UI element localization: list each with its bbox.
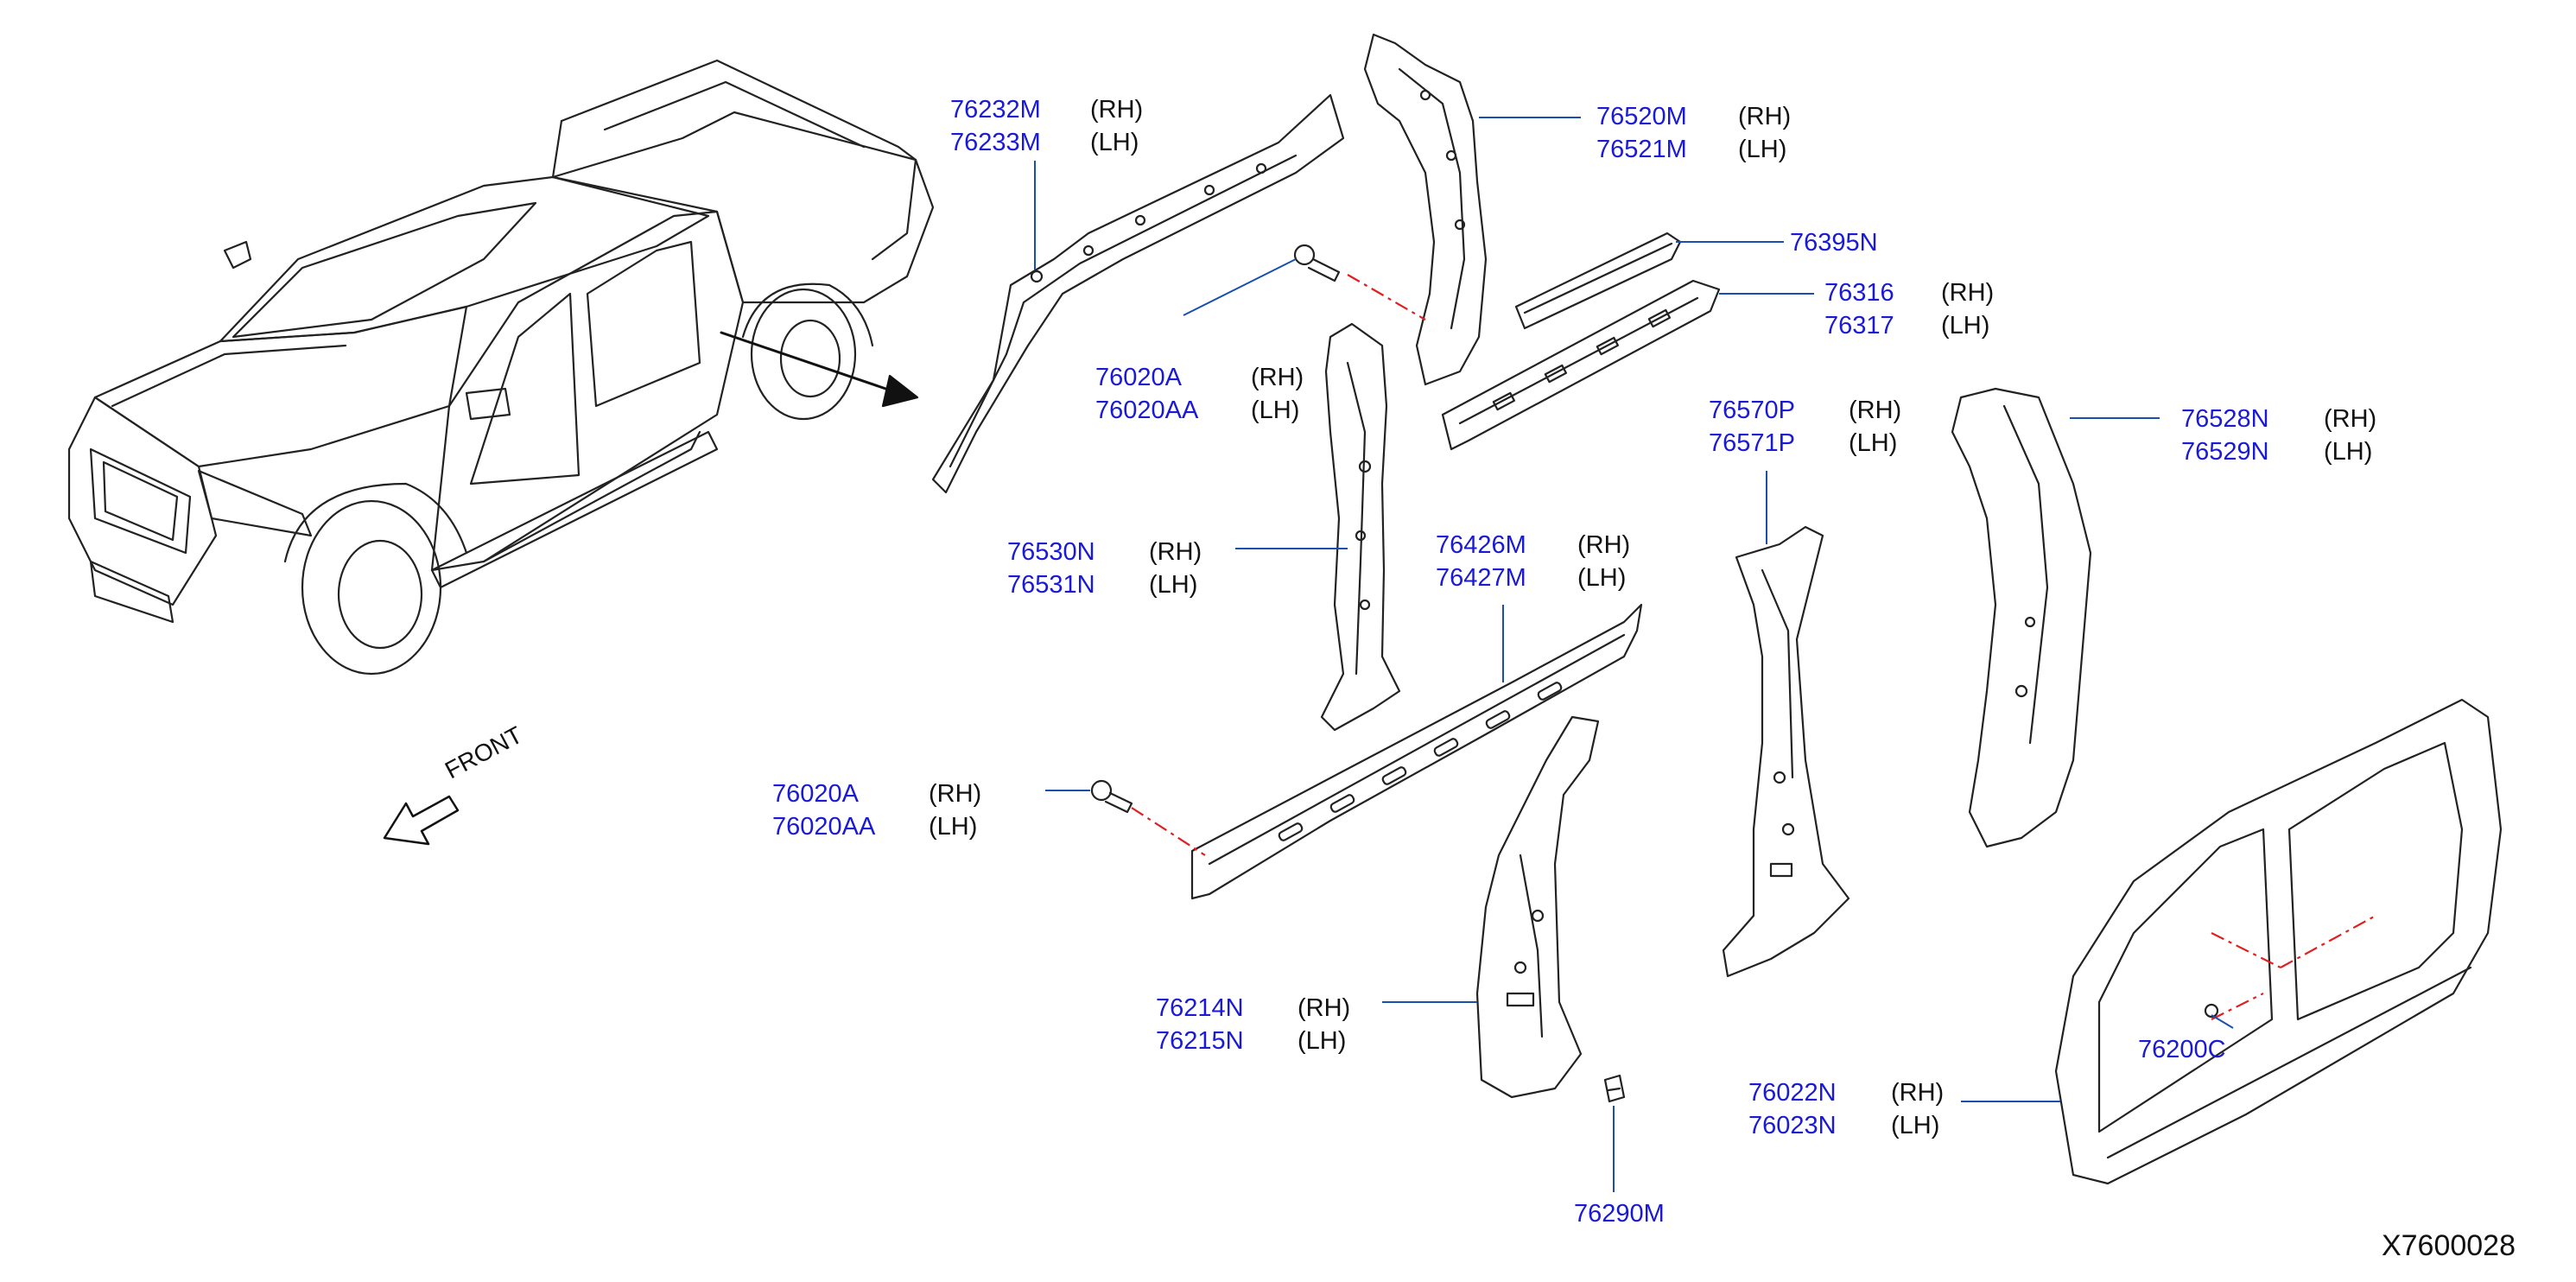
front-direction-arrow-icon [383,795,460,846]
part-number-76521M: 76521M [1596,136,1687,163]
part-number-76020A-lower: 76020A [772,780,859,808]
side-rh-76570P: (RH) [1849,397,1902,424]
center-pillar-inner-part [1320,322,1401,732]
part-number-76020AA-upper: 76020AA [1095,397,1199,424]
part-number-76290M: 76290M [1574,1200,1665,1228]
center-pillar-outer-part [1722,525,1850,978]
bolt-lower-icon [1090,779,1133,814]
part-number-76022N: 76022N [1748,1079,1837,1107]
front-pillar-lower-part [1475,715,1600,1099]
sill-outer-part [1190,603,1643,900]
part-number-76571P: 76571P [1709,429,1795,457]
part-number-76316: 76316 [1824,279,1894,307]
part-number-76214N: 76214N [1156,994,1244,1022]
part-number-76233M: 76233M [950,129,1041,156]
sill-inner-part [1441,279,1721,451]
side-lh-76531N: (LH) [1149,571,1198,599]
side-lh-76020AA-lower: (LH) [929,813,978,841]
bolt-upper-icon [1293,244,1341,282]
side-lh-76233M: (LH) [1090,129,1139,156]
part-number-76427M: 76427M [1436,564,1526,592]
side-lh-76215N: (LH) [1298,1027,1347,1055]
rear-pillar-part [1951,387,2092,848]
part-number-76023N: 76023N [1748,1112,1837,1139]
side-lh-76427M: (LH) [1577,564,1627,592]
part-number-76020A-upper: 76020A [1095,364,1182,391]
side-rh-76022N: (RH) [1891,1079,1945,1107]
side-rh-76214N: (RH) [1298,994,1351,1022]
part-number-76520M: 76520M [1596,103,1687,130]
part-number-76200C: 76200C [2138,1036,2226,1063]
part-number-76530N: 76530N [1007,538,1095,566]
side-rh-76528N: (RH) [2324,405,2377,433]
roof-side-rail-part [931,93,1345,494]
part-number-76531N: 76531N [1007,571,1095,599]
part-number-76395N: 76395N [1790,229,1878,257]
side-rh-76232M: (RH) [1090,96,1144,124]
side-lh-76317: (LH) [1941,312,1990,340]
pickup-truck-illustration [67,59,935,676]
front-pillar-upper-part [1363,33,1488,386]
sill-reinforcement-part [1514,232,1682,330]
side-rh-76530N: (RH) [1149,538,1202,566]
part-number-76529N: 76529N [2181,438,2269,466]
body-side-outer-panel-part [2054,698,2503,1185]
part-number-76528N: 76528N [2181,405,2269,433]
reference-code: X7600028 [2381,1229,2516,1262]
side-lh-76023N: (LH) [1891,1112,1940,1139]
side-lh-76571P: (LH) [1849,429,1898,457]
side-rh-76020A-lower: (RH) [929,780,982,808]
side-lh-76521M: (LH) [1738,136,1787,163]
side-rh-76520M: (RH) [1738,103,1792,130]
part-number-76020AA-lower: 76020AA [772,813,876,841]
side-rh-76426M: (RH) [1577,531,1631,559]
clip-icon [1603,1074,1626,1103]
part-number-76317: 76317 [1824,312,1894,340]
side-lh-76529N: (LH) [2324,438,2373,466]
side-rh-76316: (RH) [1941,279,1995,307]
part-number-76215N: 76215N [1156,1027,1244,1055]
part-number-76232M: 76232M [950,96,1041,124]
part-number-76570P: 76570P [1709,397,1795,424]
part-number-76426M: 76426M [1436,531,1526,559]
side-rh-76020A-upper: (RH) [1251,364,1304,391]
side-lh-76020AA-upper: (LH) [1251,397,1300,424]
